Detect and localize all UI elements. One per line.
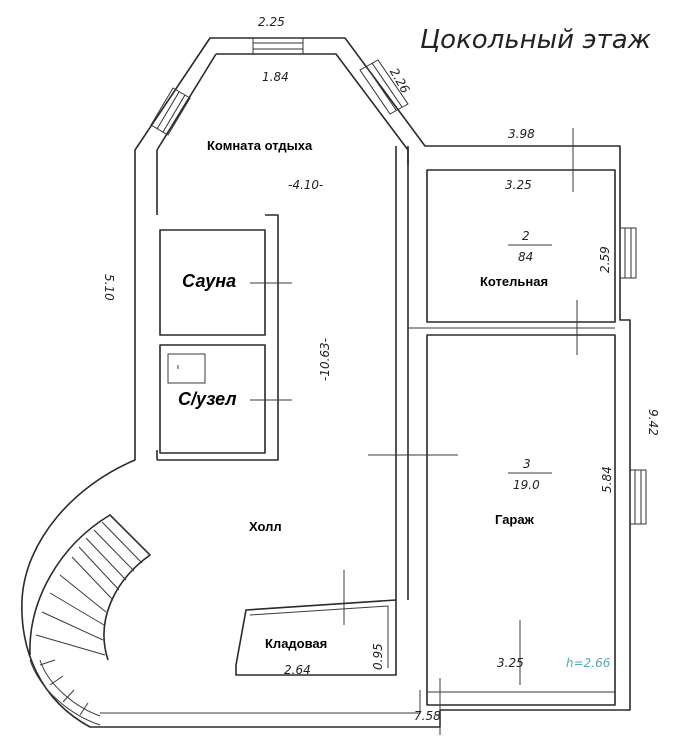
label-garage: Гараж [495, 512, 535, 527]
dim-diag-window: 2.26 [387, 66, 413, 96]
label-boiler-room: Котельная [480, 274, 548, 289]
dim-rest-width: -4.10- [288, 178, 323, 192]
label-sauna: Сауна [182, 271, 236, 291]
section-marks [167, 128, 578, 735]
dim-garage-bottom: 3.25 [497, 656, 524, 670]
dim-boiler-top-inner: 3.25 [505, 178, 532, 192]
outlet-box [167, 353, 206, 384]
dim-boiler-top-outer: 3.98 [508, 127, 535, 141]
dim-storage-width: 2.64 [284, 663, 311, 677]
dim-top-window-outer: 2.25 [258, 15, 285, 29]
interior-walls [100, 146, 616, 714]
garage-room-area: 19.0 [513, 478, 540, 492]
label-rest-room: Комната отдыха [207, 138, 313, 153]
boiler-room-area: 84 [518, 250, 533, 264]
dim-right-side: 9.42 [646, 409, 660, 436]
outer-walls [21, 37, 631, 728]
dim-top-window-inner: 1.84 [262, 70, 289, 84]
dim-storage-depth: 0.95 [371, 643, 385, 670]
dim-hall-depth: -10.63- [318, 338, 332, 381]
windows [150, 37, 647, 525]
label-wc: С/узел [178, 389, 237, 409]
dim-garage-side: 5.84 [600, 466, 614, 493]
dim-boiler-side: 2.59 [598, 246, 612, 273]
dim-bottom-total: 7.58 [414, 709, 441, 723]
dim-left-side: 5.10 [102, 274, 116, 301]
plan-title: Цокольный этаж [420, 25, 652, 55]
label-hall: Холл [249, 519, 282, 534]
garage-room-number: 3 [523, 457, 531, 471]
boiler-room-number: 2 [522, 229, 530, 243]
height-note: h=2.66 [566, 656, 611, 670]
label-storage: Кладовая [265, 636, 327, 651]
staircase [29, 514, 151, 726]
